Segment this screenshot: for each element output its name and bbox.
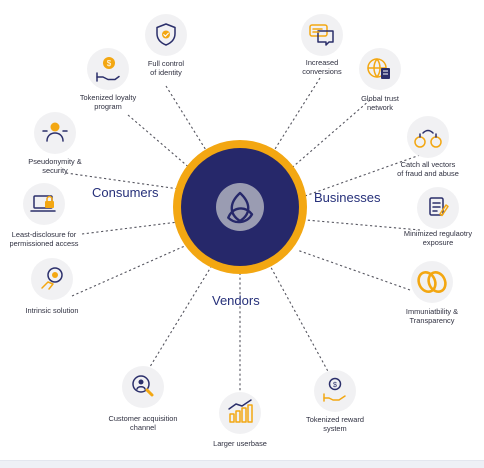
svg-text:$: $ bbox=[107, 59, 112, 68]
group-label-vendors: Vendors bbox=[212, 293, 260, 308]
node-label-tokenized-reward-line1: Tokenized reward bbox=[306, 415, 364, 424]
node-full-control: Full control of identity bbox=[145, 14, 187, 77]
node-least-disclosure: Least-disclosure for permissioned access bbox=[9, 183, 79, 248]
node-minimized-exposure: Minimized regulaotry exposure bbox=[404, 187, 472, 247]
user-shield-icon bbox=[42, 122, 68, 142]
spoke-catch-fraud bbox=[304, 154, 421, 197]
node-label-least-disclosure-line2: permissioned access bbox=[9, 239, 78, 248]
group-label-consumers: Consumers bbox=[92, 185, 159, 200]
svg-text:$: $ bbox=[333, 382, 337, 389]
node-label-full-control-line2: of identity bbox=[150, 68, 182, 77]
node-label-tokenized-reward-line2: system bbox=[323, 424, 346, 433]
group-label-businesses: Businesses bbox=[314, 190, 381, 205]
spoke-minimized-exposure bbox=[305, 219, 421, 231]
shield-check-icon bbox=[156, 23, 176, 46]
node-immutability: Immuniatbility & Transparency bbox=[406, 261, 458, 325]
user-search-icon bbox=[132, 375, 154, 397]
node-label-minimized-exposure-line2: exposure bbox=[423, 238, 453, 247]
spoke-increased-conversions bbox=[267, 77, 321, 161]
node-customer-acquisition: Customer acquisition channel bbox=[108, 366, 178, 432]
node-tokenized-reward: $ Tokenized reward system bbox=[306, 370, 364, 433]
spoke-global-trust bbox=[286, 99, 371, 173]
node-label-least-disclosure-line1: Least-disclosure for bbox=[12, 230, 77, 239]
hub-logo-icon bbox=[227, 191, 254, 224]
node-label-full-control-line1: Full control bbox=[148, 59, 185, 68]
globe-document-icon bbox=[367, 58, 390, 79]
hub-logo-disc bbox=[216, 183, 264, 231]
node-label-pseudonymity-line1: Pseudonymity & bbox=[28, 157, 81, 166]
node-label-global-trust-line1: Global trust bbox=[361, 94, 399, 103]
node-label-increased-conversions-line1: Increased bbox=[306, 58, 338, 67]
bottom-divider bbox=[0, 460, 484, 468]
node-label-customer-acquisition-line2: channel bbox=[130, 423, 156, 432]
node-global-trust: Global trust network bbox=[359, 48, 401, 112]
bar-chart-growth-icon bbox=[228, 399, 253, 423]
node-label-increased-conversions-line2: conversions bbox=[302, 67, 342, 76]
spoke-least-disclosure bbox=[81, 221, 179, 235]
handcuffs-icon bbox=[414, 129, 442, 148]
node-label-global-trust-line2: network bbox=[367, 103, 393, 112]
node-label-catch-fraud-line1: Catch all vectors bbox=[401, 160, 456, 169]
chat-bubbles-icon bbox=[309, 24, 334, 46]
document-pen-icon bbox=[429, 197, 449, 217]
spoke-customer-acquisition bbox=[147, 261, 215, 371]
node-label-immutability-line2: Transparency bbox=[410, 316, 455, 325]
spoke-immutability bbox=[296, 249, 411, 291]
laptop-lock-icon bbox=[30, 195, 56, 212]
node-increased-conversions: Increased conversions bbox=[301, 14, 343, 76]
spoke-full-control bbox=[165, 85, 215, 164]
node-label-tokenized-loyalty-line1: Tokenized loyalty bbox=[80, 93, 137, 102]
spoke-pseudonymity bbox=[65, 172, 187, 191]
target-hand-icon bbox=[41, 267, 63, 290]
node-pseudonymity: Pseudonymity & security bbox=[28, 112, 82, 175]
node-label-minimized-exposure-line1: Minimized regulaotry bbox=[404, 229, 472, 238]
node-label-pseudonymity-line2: security bbox=[42, 166, 68, 175]
node-catch-fraud: Catch all vectors of fraud and abuse bbox=[397, 116, 459, 178]
node-label-tokenized-loyalty-line2: program bbox=[94, 102, 122, 111]
node-label-catch-fraud-line2: of fraud and abuse bbox=[397, 169, 459, 178]
node-tokenized-loyalty: $ Tokenized loyalty program bbox=[80, 48, 137, 111]
hand-coin-icon: $ bbox=[323, 377, 346, 402]
central-hub bbox=[173, 140, 307, 274]
linked-rings-icon bbox=[417, 271, 447, 293]
node-label-customer-acquisition-line1: Customer acquisition bbox=[108, 414, 177, 423]
node-label-intrinsic: Intrinsic solution bbox=[26, 306, 79, 315]
node-label-immutability-line1: Immuniatbility & bbox=[406, 307, 458, 316]
node-label-larger-userbase: Larger userbase bbox=[213, 439, 267, 448]
node-larger-userbase: Larger userbase bbox=[213, 392, 267, 448]
spoke-tokenized-reward bbox=[267, 261, 331, 376]
token-hand-icon: $ bbox=[96, 57, 120, 82]
node-intrinsic: Intrinsic solution bbox=[26, 258, 79, 315]
spoke-intrinsic bbox=[71, 244, 188, 297]
